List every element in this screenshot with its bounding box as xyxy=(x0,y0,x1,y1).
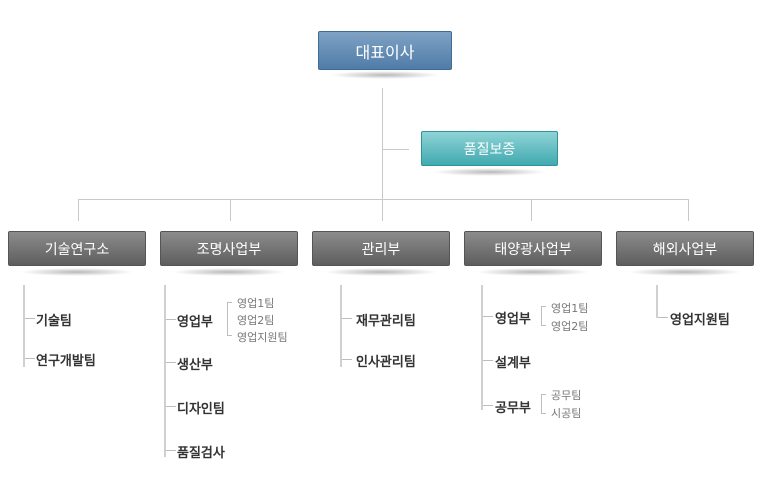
team-label: 생산부 xyxy=(177,358,213,373)
department-box-lighting: 조명사업부 xyxy=(160,231,298,266)
department-box-admin: 관리부 xyxy=(312,231,450,266)
team-list-bar xyxy=(23,285,25,367)
department-label: 태양광사업부 xyxy=(494,241,572,258)
qa-box-shadow xyxy=(433,168,546,176)
department-label: 기술연구소 xyxy=(44,241,110,258)
team-label: 기술팀 xyxy=(36,314,72,329)
subteam-label: 영업2팀 xyxy=(551,320,589,333)
dept-drop-line xyxy=(382,199,383,221)
team-tick xyxy=(166,406,176,407)
department-box-shadow xyxy=(476,268,590,276)
subteam-label: 영업지원팀 xyxy=(237,331,288,344)
qa-label: 품질보증 xyxy=(463,141,516,158)
subteam-bracket xyxy=(227,302,232,336)
department-box-shadow xyxy=(172,268,286,276)
team-label: 영업지원팀 xyxy=(670,313,730,328)
ceo-label: 대표이사 xyxy=(355,42,415,62)
subteam-label: 공무팀 xyxy=(551,389,582,402)
team-tick xyxy=(25,358,35,359)
subteam-label: 시공팀 xyxy=(551,407,582,420)
team-tick xyxy=(483,316,493,317)
ceo-box: 대표이사 xyxy=(318,31,452,70)
dept-drop-line xyxy=(688,199,689,221)
department-label: 해외사업부 xyxy=(652,241,718,258)
subteam-label: 영업1팀 xyxy=(551,302,589,315)
team-tick xyxy=(166,362,176,363)
team-label: 설계부 xyxy=(495,356,531,371)
subteam-label: 영업1팀 xyxy=(237,297,275,310)
team-label: 디자인팀 xyxy=(177,402,225,417)
department-box-overseas: 해외사업부 xyxy=(616,231,754,266)
team-list-bar xyxy=(656,285,658,318)
subteam-label: 영업2팀 xyxy=(237,314,275,327)
department-label: 관리부 xyxy=(361,241,401,258)
team-list-bar xyxy=(164,285,166,457)
subteam-bracket xyxy=(541,306,546,326)
dept-drop-line xyxy=(531,199,532,221)
team-label: 재무관리팀 xyxy=(356,314,416,329)
team-list-bar xyxy=(340,285,342,367)
team-tick xyxy=(166,319,176,320)
department-box-shadow xyxy=(324,268,438,276)
team-tick xyxy=(25,318,35,319)
department-box-shadow xyxy=(20,268,134,276)
department-box-rnd: 기술연구소 xyxy=(8,231,146,266)
team-tick xyxy=(483,360,493,361)
subteam-bracket xyxy=(541,394,546,414)
department-box-solar: 태양광사업부 xyxy=(464,231,602,266)
team-tick xyxy=(658,317,668,318)
ceo-box-shadow xyxy=(330,71,440,79)
team-tick xyxy=(483,405,493,406)
team-label: 공무부 xyxy=(495,401,531,416)
dept-drop-line xyxy=(230,199,231,221)
ceo-trunk-line xyxy=(382,88,383,199)
team-label: 품질검사 xyxy=(177,446,225,461)
team-list-bar xyxy=(481,285,483,410)
dept-drop-line xyxy=(78,199,79,221)
department-bus-line xyxy=(78,199,689,200)
team-label: 영업부 xyxy=(495,312,531,327)
team-label: 인사관리팀 xyxy=(356,355,416,370)
team-tick xyxy=(342,359,352,360)
department-label: 조명사업부 xyxy=(196,241,262,258)
team-label: 영업부 xyxy=(177,315,213,330)
team-label: 연구개발팀 xyxy=(36,354,96,369)
qa-branch-line xyxy=(382,149,409,150)
qa-box: 품질보증 xyxy=(421,131,558,166)
team-tick xyxy=(166,450,176,451)
department-box-shadow xyxy=(628,268,742,276)
team-tick xyxy=(342,318,352,319)
